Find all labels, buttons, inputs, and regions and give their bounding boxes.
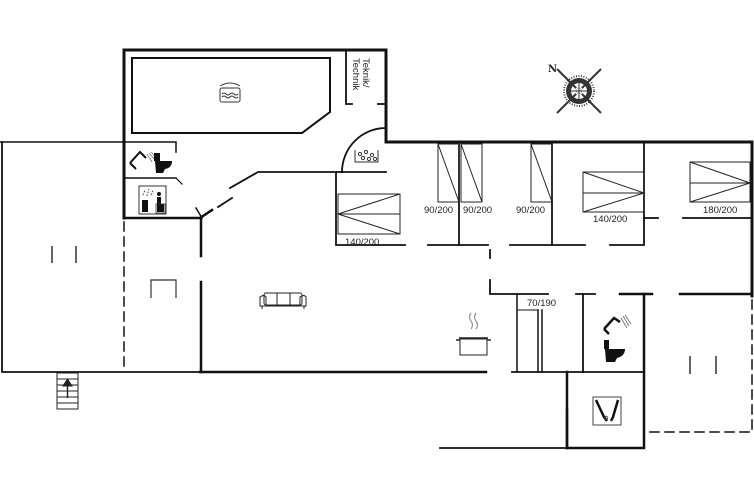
sofa-icon (259, 292, 307, 309)
sauna-icon (138, 185, 167, 215)
cooking-pot-icon (456, 312, 491, 356)
bed-size-label: 90/200 (463, 205, 493, 216)
teknik-label: Teknik/Technik (349, 58, 371, 91)
stairs-icon (56, 372, 79, 410)
bed-size-label: 180/200 (703, 205, 738, 216)
compass-icon (556, 68, 602, 114)
bed-size-label: 140/200 (345, 237, 380, 248)
shower-icon-2 (603, 314, 632, 335)
bed-size-label: 70/190 (527, 298, 557, 309)
bed-size-label: 140/200 (593, 214, 628, 225)
bed-size-label: 90/200 (424, 205, 454, 216)
washing-machine-icon (592, 396, 622, 426)
toilet-icon-2 (604, 340, 625, 362)
shower-icon (129, 150, 158, 170)
toilet-icon (154, 153, 172, 173)
bed-size-label: 90/200 (516, 205, 546, 216)
pool-icon (219, 82, 241, 103)
north-label: N (548, 64, 558, 75)
spa-icon (354, 149, 379, 163)
